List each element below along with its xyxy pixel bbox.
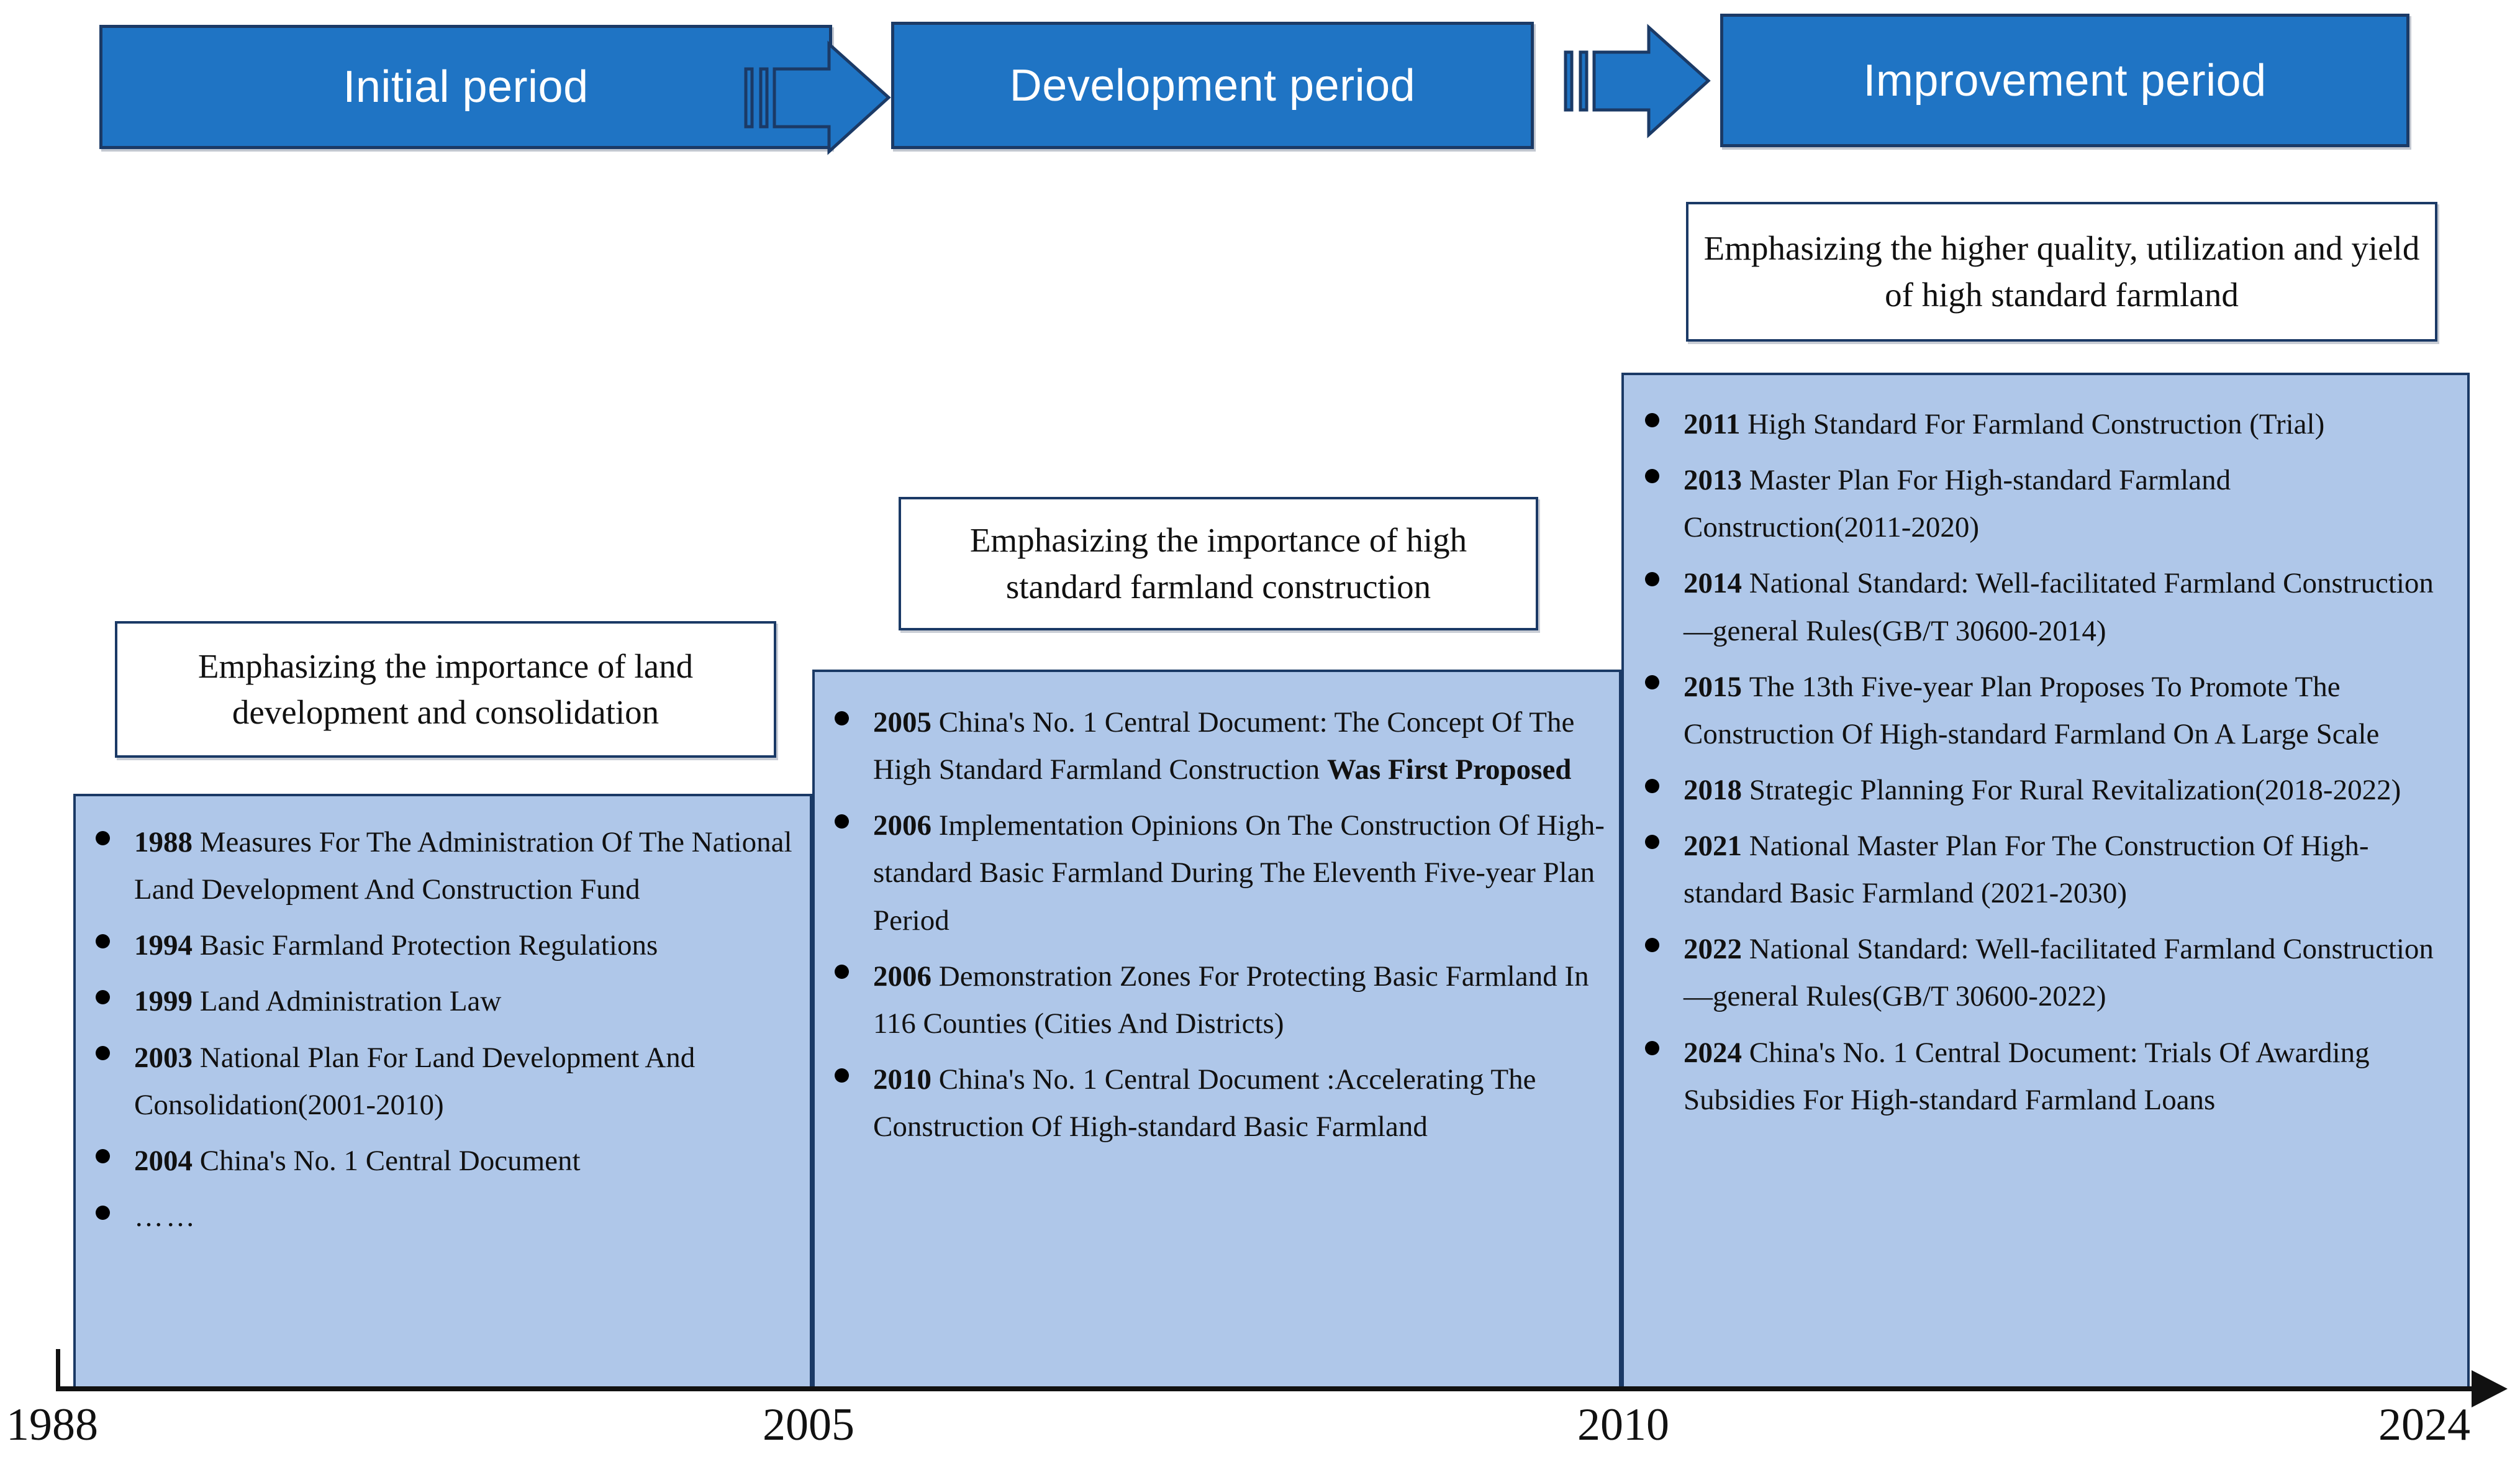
- event-year: 1999: [134, 985, 200, 1018]
- bullet-dot-icon: [1645, 778, 1659, 793]
- axis-label-2024: 2024: [2378, 1399, 2470, 1450]
- bullet-dot-icon: [1645, 675, 1659, 690]
- bullet-dot-icon: [1645, 412, 1659, 427]
- timeline-event-item: 1994 Basic Farmland Protection Regulatio…: [93, 922, 795, 969]
- event-year: 2013: [1684, 464, 1749, 497]
- timeline-event-item: 2010 China's No. 1 Central Document :Acc…: [832, 1056, 1605, 1150]
- chevron-right-icon: [1562, 24, 1711, 139]
- event-text: Basic Farmland Protection Regulations: [199, 929, 658, 962]
- event-text: Master Plan For High-standard Farmland C…: [1684, 464, 2231, 544]
- event-year: 2018: [1684, 773, 1749, 806]
- callout-text: Emphasizing the importance of high stand…: [969, 521, 1467, 606]
- timeline-event-item: 2005 China's No. 1 Central Document: The…: [832, 699, 1605, 793]
- event-year: 1994: [134, 929, 200, 962]
- event-year: 2006: [873, 809, 939, 842]
- bullet-dot-icon: [835, 711, 849, 725]
- timeline-axis: [56, 1386, 2478, 1391]
- event-text: National Master Plan For The Constructio…: [1684, 830, 2369, 910]
- event-text: Measures For The Administration Of The N…: [134, 826, 792, 906]
- bullet-dot-icon: [96, 990, 110, 1005]
- era-panel-initial-period: [73, 794, 812, 1389]
- event-year: 2006: [873, 960, 939, 993]
- timeline-event-item: 2013 Master Plan For High-standard Farml…: [1643, 457, 2459, 551]
- bullet-dot-icon: [1645, 468, 1659, 483]
- timeline-event-item: 2024 China's No. 1 Central Document: Tri…: [1643, 1029, 2459, 1124]
- bullet-dot-icon: [835, 1068, 849, 1083]
- event-text-emphasis: Was First Proposed: [1327, 753, 1572, 786]
- callout-development-period: Emphasizing the importance of high stand…: [899, 497, 1538, 630]
- phase-label: Development period: [1009, 60, 1416, 111]
- axis-label-2005: 2005: [763, 1399, 854, 1450]
- event-year: 2010: [873, 1063, 939, 1096]
- event-text: Land Administration Law: [199, 985, 502, 1018]
- phase-box-improvement-period: Improvement period: [1720, 14, 2409, 147]
- event-list-development-period: 2005 China's No. 1 Central Document: The…: [832, 699, 1605, 1159]
- event-text: National Standard: Well-facilitated Farm…: [1684, 933, 2434, 1013]
- event-year: 2015: [1684, 670, 1749, 703]
- event-text: National Standard: Well-facilitated Farm…: [1684, 567, 2434, 647]
- phase-box-development-period: Development period: [891, 22, 1534, 149]
- event-year: 2003: [134, 1041, 200, 1074]
- event-text: China's No. 1 Central Document: The Conc…: [873, 706, 1575, 786]
- bullet-dot-icon: [1645, 834, 1659, 849]
- timeline-event-item: 1999 Land Administration Law: [93, 978, 795, 1025]
- bullet-dot-icon: [1645, 572, 1659, 587]
- axis-label-1988: 1988: [6, 1399, 98, 1450]
- event-year: 1988: [134, 826, 200, 858]
- event-text: China's No. 1 Central Document: Trials O…: [1684, 1036, 2370, 1116]
- timeline-event-item: 2022 National Standard: Well-facilitated…: [1643, 925, 2459, 1020]
- event-text: The 13th Five-year Plan Proposes To Prom…: [1684, 670, 2380, 750]
- timeline-event-item: 2003 National Plan For Land Development …: [93, 1034, 795, 1129]
- event-year: 2022: [1684, 933, 1749, 966]
- bullet-dot-icon: [96, 1046, 110, 1061]
- timeline-event-item: 2015 The 13th Five-year Plan Proposes To…: [1643, 663, 2459, 758]
- event-text: Implementation Opinions On The Construct…: [873, 809, 1605, 937]
- event-year: 2011: [1684, 408, 1748, 440]
- timeline-event-item: ……: [93, 1193, 795, 1240]
- bullet-dot-icon: [96, 830, 110, 845]
- timeline-event-item: 2006 Implementation Opinions On The Cons…: [832, 802, 1605, 943]
- era-panel-development-period: [812, 670, 1621, 1389]
- event-year: 2024: [1684, 1036, 1749, 1069]
- timeline-axis-start-tick: [56, 1349, 60, 1390]
- event-year: 2005: [873, 706, 939, 738]
- phase-label: Improvement period: [1863, 55, 2267, 106]
- event-text: Strategic Planning For Rural Revitalizat…: [1749, 773, 2401, 806]
- event-year: 2014: [1684, 567, 1749, 600]
- event-text: China's No. 1 Central Document :Accelera…: [873, 1063, 1536, 1143]
- timeline-event-item: 2018 Strategic Planning For Rural Revita…: [1643, 766, 2459, 814]
- event-list-improvement-period: 2011 High Standard For Farmland Construc…: [1643, 401, 2459, 1132]
- event-year: 2004: [134, 1144, 200, 1177]
- event-text: China's No. 1 Central Document: [199, 1144, 581, 1177]
- bullet-dot-icon: [1645, 937, 1659, 952]
- callout-text: Emphasizing the higher quality, utilizat…: [1703, 229, 2420, 314]
- timeline-event-item: 2006 Demonstration Zones For Protecting …: [832, 953, 1605, 1047]
- callout-improvement-period: Emphasizing the higher quality, utilizat…: [1686, 202, 2437, 342]
- arrow-right-icon: [2472, 1370, 2508, 1407]
- event-year: 2021: [1684, 830, 1749, 862]
- phase-box-initial-period: Initial period: [99, 25, 832, 149]
- bullet-dot-icon: [1645, 1041, 1659, 1056]
- event-text: ……: [134, 1200, 197, 1233]
- event-text: High Standard For Farmland Construction …: [1747, 408, 2325, 440]
- bullet-dot-icon: [96, 934, 110, 948]
- timeline-event-item: 1988 Measures For The Administration Of …: [93, 819, 795, 913]
- callout-initial-period: Emphasizing the importance of land devel…: [115, 621, 776, 758]
- bullet-dot-icon: [835, 814, 849, 829]
- axis-label-2010: 2010: [1577, 1399, 1669, 1450]
- event-list-initial-period: 1988 Measures For The Administration Of …: [93, 819, 795, 1249]
- event-text: National Plan For Land Development And C…: [134, 1041, 696, 1121]
- timeline-event-item: 2014 National Standard: Well-facilitated…: [1643, 560, 2459, 654]
- chevron-right-icon: [742, 40, 891, 155]
- callout-text: Emphasizing the importance of land devel…: [197, 647, 694, 731]
- event-text: Demonstration Zones For Protecting Basic…: [873, 960, 1589, 1040]
- phase-label: Initial period: [343, 62, 589, 112]
- bullet-dot-icon: [835, 965, 849, 979]
- bullet-dot-icon: [96, 1149, 110, 1164]
- timeline-event-item: 2004 China's No. 1 Central Document: [93, 1137, 795, 1184]
- timeline-event-item: 2021 National Master Plan For The Constr…: [1643, 822, 2459, 917]
- bullet-dot-icon: [96, 1205, 110, 1220]
- timeline-event-item: 2011 High Standard For Farmland Construc…: [1643, 401, 2459, 448]
